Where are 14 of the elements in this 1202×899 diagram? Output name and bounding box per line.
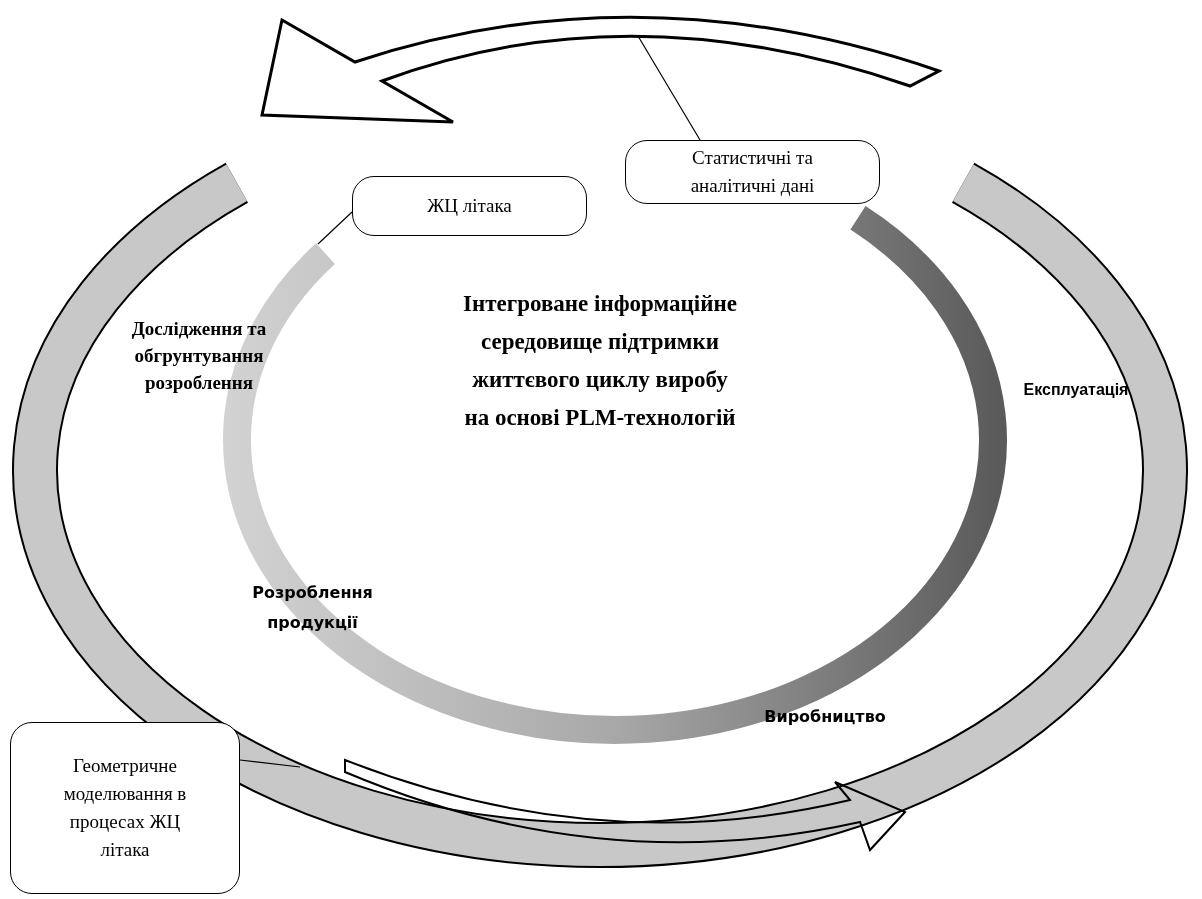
leader-line xyxy=(637,35,701,141)
stage-label: Виробництво xyxy=(763,706,887,728)
callout-bubble xyxy=(10,722,240,894)
stage-label: Розроблення продукції xyxy=(251,582,374,634)
callout-bubble xyxy=(625,140,880,204)
leader-line xyxy=(239,759,301,768)
callout-text: ЖЦ літака xyxy=(427,194,512,218)
stage-label: Дослідження та обгрунтування розроблення xyxy=(130,317,268,395)
stage-label: Експлуатація xyxy=(1022,380,1130,400)
diagram-title: Інтегроване інформаційне середовище підтримки життєвого циклу виробу на основі PLM-технологій xyxy=(462,290,738,432)
leader-line xyxy=(317,211,353,245)
callout-text: Статистичні та аналітичні дані xyxy=(689,146,816,198)
callout-bubble xyxy=(352,176,587,236)
callout-text: Геометричне моделювання в процесах ЖЦ літака xyxy=(62,754,188,862)
